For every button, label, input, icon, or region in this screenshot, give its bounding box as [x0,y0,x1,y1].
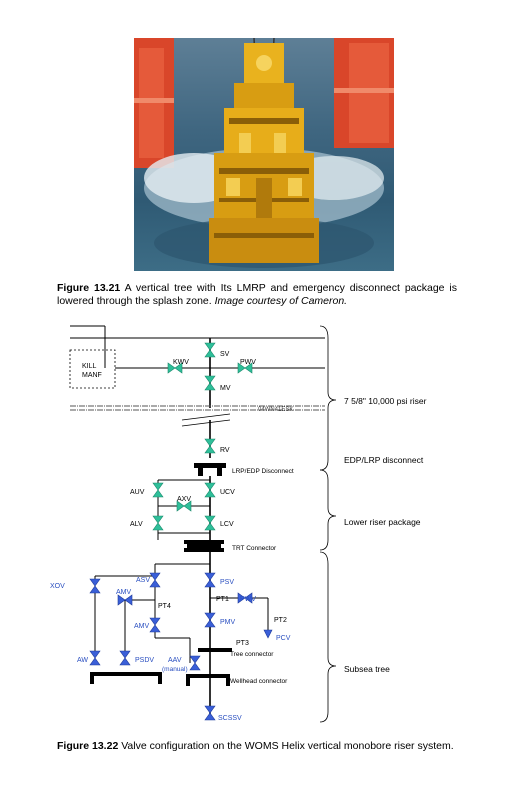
valve-amv-label: AMV [134,623,150,630]
valve-xov-label: XOV [50,583,65,590]
valve-sv-label: SV [220,351,230,358]
figure-13-21-credit: Image courtesy of Cameron. [214,295,348,307]
valve-lcv-label: LCV [220,521,234,528]
tree-photo [134,38,394,271]
valve-aw-label: AW [77,657,88,664]
brace-riser [319,325,337,471]
valve-alv-label: ALV [130,521,143,528]
figure-13-21-text: A vertical tree with Its LMRP and emerge… [57,282,457,307]
valve-psdv-label: PSDV [135,657,154,664]
valve-axv-label: AXV [177,496,191,503]
valve-pcv-label: PCV [276,635,291,642]
valve-auv-label: AUV [130,489,145,496]
lrp-edp-disconnect-label: LRP/EDP Disconnect [232,468,294,475]
section-tree-label: Subsea tree [344,664,390,674]
section-edp-label: EDP/LRP disconnect [344,455,424,465]
tree-connector-label: Tree connector [230,651,274,658]
valve-ucv-label: UCV [220,489,235,496]
section-riser-label: 7 5/8" 10,000 psi riser [344,396,427,406]
brace-lrp [319,469,337,551]
kill-manf-box [69,349,116,389]
brace-tree [319,551,337,723]
figure-13-22-label: Figure 13.22 [57,740,119,752]
figure-13-21-caption: Figure 13.21 A vertical tree with Its LM… [57,282,457,308]
manf-label: MANF [82,372,102,379]
valve-kwv-label: KWV [173,359,189,366]
valve-pwv-blue-label: PWV [240,596,256,603]
trt-connector-label: TRT Connector [232,545,277,552]
svg-text:04WN41ESK: 04WN41ESK [258,407,293,413]
valve-pmv-label: PMV [220,619,236,626]
valve-psv-label: PSV [220,579,234,586]
wellhead-connector-label: Wellhead connector [230,678,288,685]
valve-rv-label: RV [220,447,230,454]
valve-diagram: KILL MANF 04WN41ESK SV KWV PWV MV RV LRP… [50,325,427,723]
figure-13-22-text: Valve configuration on the WOMS Helix ve… [121,740,454,752]
sensor-pt2-label: PT2 [274,617,287,624]
sensor-pt3-label: PT3 [236,640,249,647]
valve-mv-label: MV [220,385,231,392]
section-lrp-label: Lower riser package [344,517,421,527]
sensor-pt4-label: PT4 [158,603,171,610]
valve-amv-top-label: AMV [116,589,132,596]
kill-label: KILL [82,363,97,370]
figure-13-22-caption: Figure 13.22 Valve configuration on the … [57,740,457,753]
valve-scssv-label: SCSSV [218,715,242,722]
valve-aav-note: (manual) [162,666,188,673]
valve-asv-label: ASV [136,577,150,584]
valve-aav-label: AAV [168,657,182,664]
valve-pwv-label: PWV [240,359,256,366]
sensor-pt1-label: PT1 [216,596,229,603]
figure-13-21-label: Figure 13.21 [57,282,121,294]
